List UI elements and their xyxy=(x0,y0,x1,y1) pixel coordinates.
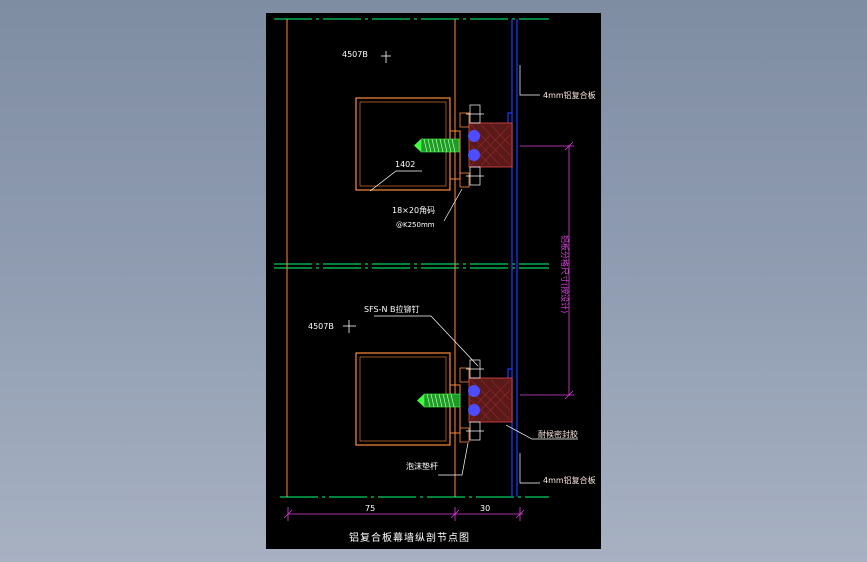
panel-lines xyxy=(507,19,518,497)
drawing-title: 铝复合板幕墙纵剖节点图 xyxy=(349,531,470,544)
spacing-label: @K250mm xyxy=(396,221,435,229)
bolt-bottom xyxy=(417,393,461,408)
crosshair-marks xyxy=(343,51,391,333)
mark-label-top: 4507B xyxy=(342,50,368,59)
frame-lines xyxy=(286,19,456,497)
panel-label-top: 4mm铝复合板 xyxy=(543,90,596,100)
tube-label: 1402 xyxy=(395,160,415,169)
cad-drawing-sheet: 4507B 4507B 1402 18×20角码 @K250mm 4mm铝复合板… xyxy=(266,13,601,549)
grid-lines xyxy=(274,18,549,498)
section-drawing: 4507B 4507B 1402 18×20角码 @K250mm 4mm铝复合板… xyxy=(274,18,596,544)
dimension-lines xyxy=(283,141,574,521)
foam-label: 泡沫垫杆 xyxy=(406,461,438,471)
top-node xyxy=(355,97,513,191)
leader-lines xyxy=(369,65,578,484)
vertical-dimension-label: 铝板分格尺寸(按设计) xyxy=(560,235,570,313)
angle-label: 18×20角码 xyxy=(392,205,435,215)
rivet-label: SFS-N B拉铆钉 xyxy=(364,304,420,314)
panel-label-bottom: 4mm铝复合板 xyxy=(543,475,596,485)
bottom-node xyxy=(355,352,513,446)
sealant-label: 耐候密封胶 xyxy=(538,429,578,439)
dimension-right: 30 xyxy=(480,504,490,513)
mark-label-bottom: 4507B xyxy=(308,322,334,331)
bolt-top xyxy=(414,138,460,153)
dimension-left: 75 xyxy=(365,504,375,513)
